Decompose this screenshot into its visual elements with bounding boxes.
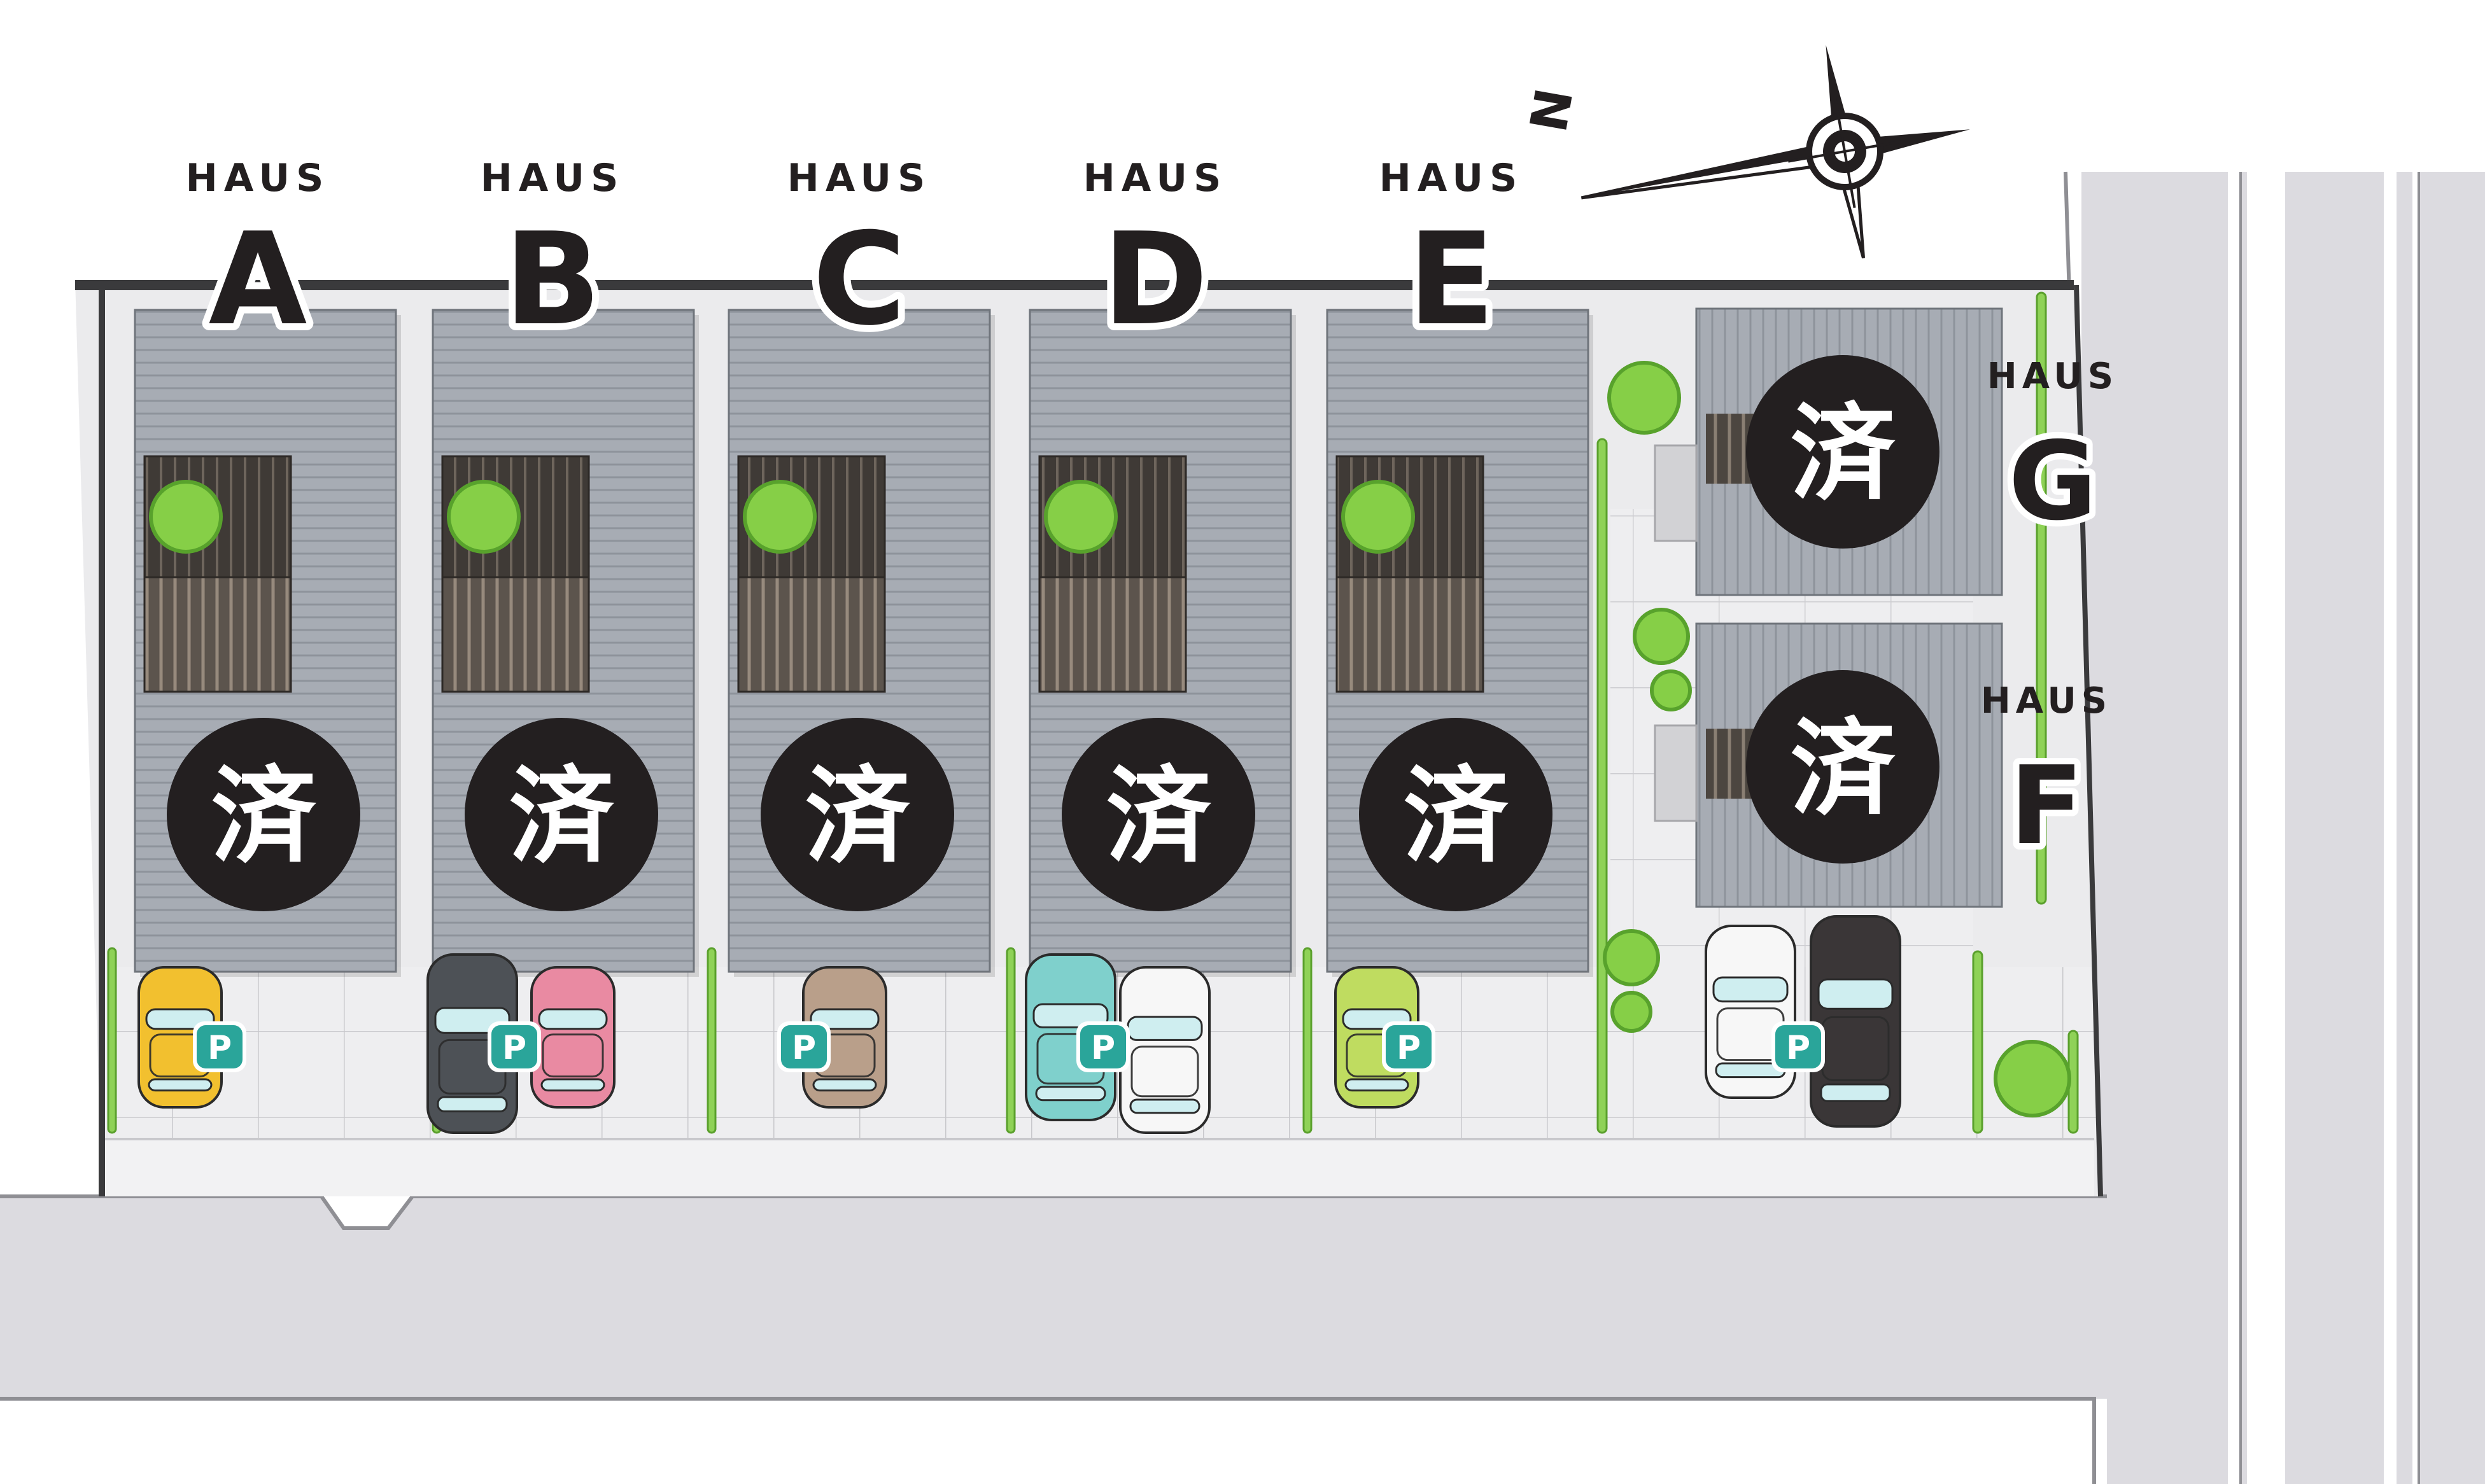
parking-label: P (1091, 1029, 1115, 1067)
sold-badge-text: 済 (805, 755, 911, 878)
haus-prefix: HAUS (787, 156, 932, 200)
parking-icon: P (1771, 1021, 1825, 1072)
tree-icon (447, 480, 521, 554)
parking-label: P (1786, 1029, 1810, 1067)
house-letter: D (1102, 206, 1208, 354)
house-label-G: HAUS G (1987, 356, 2118, 551)
house-letter: A (209, 206, 307, 354)
roads (0, 171, 2485, 1484)
house-letter: G (2008, 419, 2097, 545)
tree-icon (149, 480, 223, 554)
parking-icon: P (1382, 1021, 1435, 1072)
parking-icon: P (1076, 1021, 1130, 1072)
house-label-C: HAUS C (787, 156, 932, 361)
tree-icon (1341, 480, 1415, 554)
parking-label: P (502, 1029, 526, 1067)
sold-badge (1746, 355, 1939, 549)
sold-badge-text: 済 (211, 755, 317, 878)
charcoal-car (426, 953, 518, 1134)
house-letter: B (504, 206, 601, 354)
house-letter: F (2010, 743, 2083, 869)
house-A[interactable]: 済 (134, 309, 401, 977)
tree-icon (1044, 480, 1118, 554)
house-label-A: HAUS A (186, 156, 330, 361)
sold-badge-text: 済 (1791, 708, 1896, 830)
parking-icon: P (777, 1021, 831, 1072)
house-label-E: HAUS E (1379, 156, 1524, 361)
sold-badge (761, 718, 954, 911)
house-G[interactable]: 済 (1654, 307, 2003, 596)
sold-badge (1359, 718, 1552, 911)
north-label: N (1519, 84, 1584, 136)
parking-icon: P (488, 1021, 541, 1072)
parking-label: P (1397, 1029, 1421, 1067)
parking-label: P (208, 1029, 232, 1067)
house-letter: C (813, 206, 906, 354)
sold-badge (1062, 718, 1255, 911)
house-label-B: HAUS B (481, 156, 625, 361)
house-label-F: HAUS F (1981, 680, 2112, 876)
sold-badge (167, 718, 360, 911)
sold-badge-text: 済 (1404, 755, 1509, 878)
parking-label: P (792, 1029, 816, 1067)
house-B[interactable]: 済 (432, 309, 699, 977)
haus-prefix: HAUS (1981, 680, 2112, 722)
house-E[interactable]: 済 (1326, 309, 1593, 977)
trees (1603, 361, 2071, 1117)
sold-badge (1746, 670, 1939, 864)
haus-prefix: HAUS (1083, 156, 1228, 200)
haus-prefix: HAUS (481, 156, 625, 200)
houses-row: 済済済済済 (134, 309, 1593, 977)
sold-badge (465, 718, 658, 911)
haus-prefix: HAUS (186, 156, 330, 200)
pink-car (530, 966, 616, 1109)
house-labels: HAUS A HAUS B HAUS C HAUS D HAUS E HAUS G HAUS F (186, 156, 2118, 876)
house-F[interactable]: 済 (1654, 622, 2003, 908)
sold-badge-text: 済 (1106, 755, 1212, 878)
sold-badge-text: 済 (509, 755, 615, 878)
sold-badge-text: 済 (1791, 393, 1896, 515)
white-car (1119, 966, 1211, 1134)
house-label-D: HAUS D (1083, 156, 1228, 361)
parking-icon: P (193, 1021, 246, 1072)
haus-prefix: HAUS (1379, 156, 1524, 200)
house-D[interactable]: 済 (1029, 309, 1296, 977)
compass-rose-icon (1580, 45, 1970, 259)
haus-prefix: HAUS (1987, 356, 2118, 397)
house-letter: E (1408, 206, 1495, 354)
tree-icon (743, 480, 817, 554)
black-car (1810, 915, 1901, 1128)
house-C[interactable]: 済 (728, 309, 995, 977)
